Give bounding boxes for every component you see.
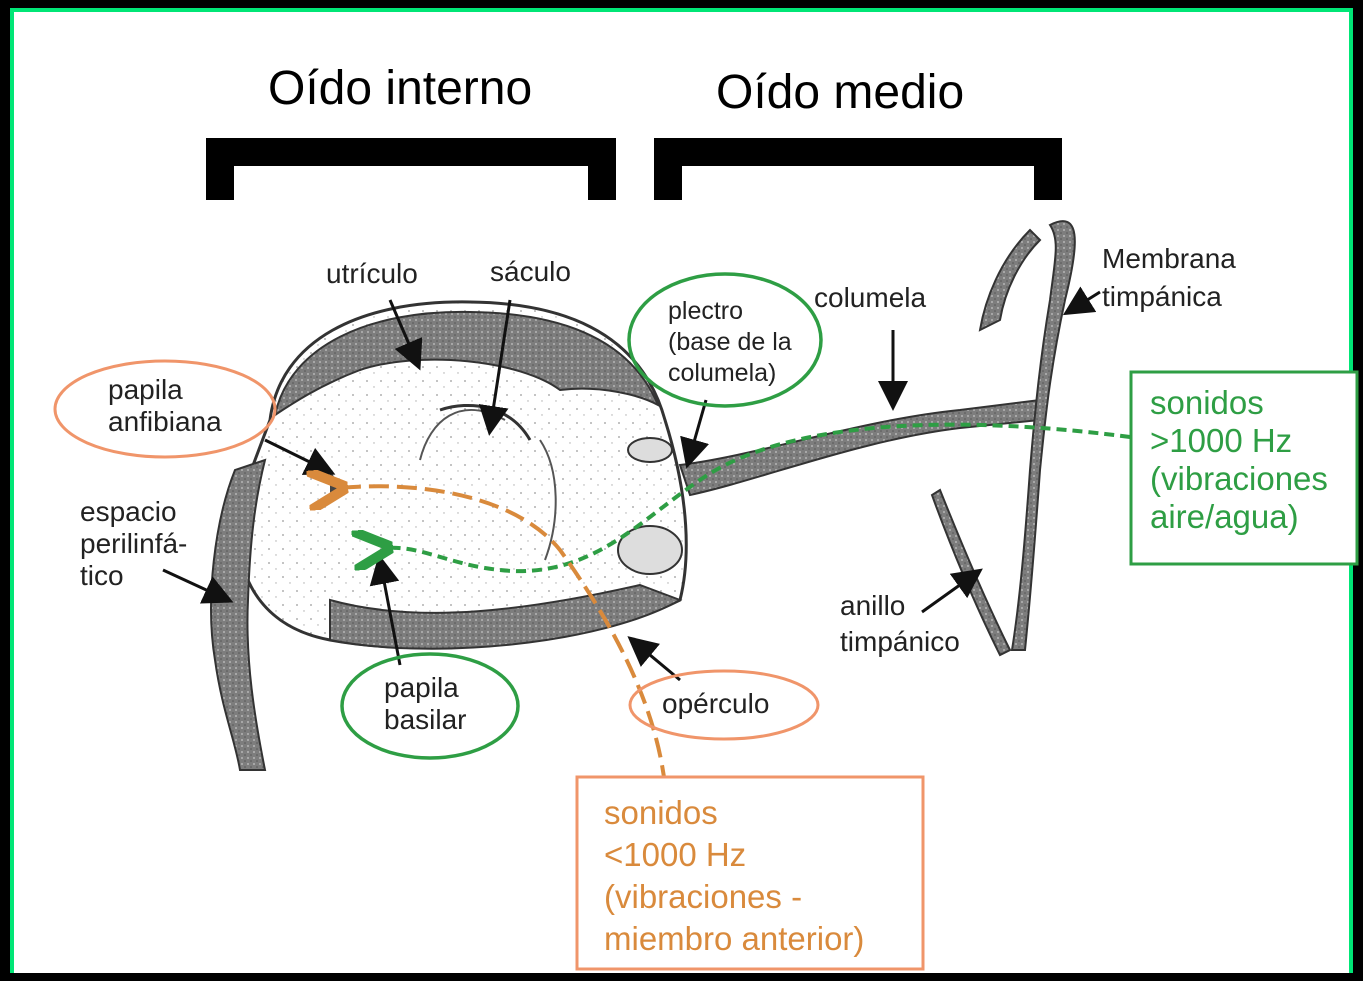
papila-basilar-label: papila basilar <box>384 672 466 736</box>
middle-ear-bracket <box>654 138 1062 200</box>
middle-ear-title: Oído medio <box>716 66 965 119</box>
papila-basilar-line2: basilar <box>384 704 467 735</box>
low-frequency-text: sonidos <1000 Hz (vibraciones - miembro … <box>604 792 864 960</box>
columella <box>678 398 1041 497</box>
plectro-highlight <box>627 272 823 408</box>
inner-ear-title: Oído interno <box>268 62 533 115</box>
low-frequency-box <box>575 775 925 971</box>
papila-anfibiana-highlight <box>53 359 277 459</box>
low-line-3: (vibraciones - <box>604 878 803 915</box>
membrana-line: Membrana <box>1102 243 1236 274</box>
low-frequency-path <box>340 486 667 786</box>
low-line-4: miembro anterior) <box>604 920 865 957</box>
inner-ear-bracket <box>206 138 616 200</box>
anillo-line: anillo <box>840 590 906 621</box>
low-line-1: sonidos <box>604 794 718 831</box>
utriculo-label: utrículo <box>326 258 418 289</box>
membrana-timpanica-label: Membrana timpánica <box>1102 243 1236 313</box>
high-line-4: aire/agua) <box>1150 498 1299 535</box>
pointer-arrows <box>162 286 1101 682</box>
papila-line: papila <box>108 374 183 405</box>
espacio-perilinfatico-label: espacio perilinfá- tico <box>80 496 187 592</box>
espacio-line: espacio <box>80 496 177 527</box>
operculo-highlight <box>628 669 820 741</box>
perilinfa-line: perilinfá- <box>80 528 188 559</box>
anillo-timpanico-label: anillo timpánico <box>840 590 960 658</box>
papila-anfibiana-label: papila anfibiana <box>108 374 222 438</box>
tympanic-membrane <box>978 220 1076 651</box>
high-frequency-box <box>1129 370 1359 566</box>
plectro-label: plectro (base de la columela) <box>668 296 792 389</box>
columela-line: columela) <box>668 359 777 387</box>
timpanica-line: timpánica <box>1102 281 1222 312</box>
operculo-label: opérculo <box>662 688 770 719</box>
papila-basilar-highlight <box>340 652 520 760</box>
anfibiana-line: anfibiana <box>108 406 222 437</box>
low-line-2: <1000 Hz <box>604 836 747 873</box>
tico-line: tico <box>80 560 124 591</box>
papila-basilar-line1: papila <box>384 672 459 703</box>
high-line-3: (vibraciones <box>1150 460 1328 497</box>
columela-label: columela <box>814 282 927 313</box>
high-line-1: sonidos <box>1150 384 1264 421</box>
plectro-line: plectro <box>668 297 744 325</box>
saculo-label: sáculo <box>490 256 571 287</box>
timpanico-line: timpánico <box>840 626 960 657</box>
high-frequency-path <box>385 422 1131 574</box>
base-line: (base de la <box>668 328 792 356</box>
high-frequency-text: sonidos >1000 Hz (vibraciones aire/agua) <box>1150 384 1328 536</box>
high-line-2: >1000 Hz <box>1150 422 1293 459</box>
